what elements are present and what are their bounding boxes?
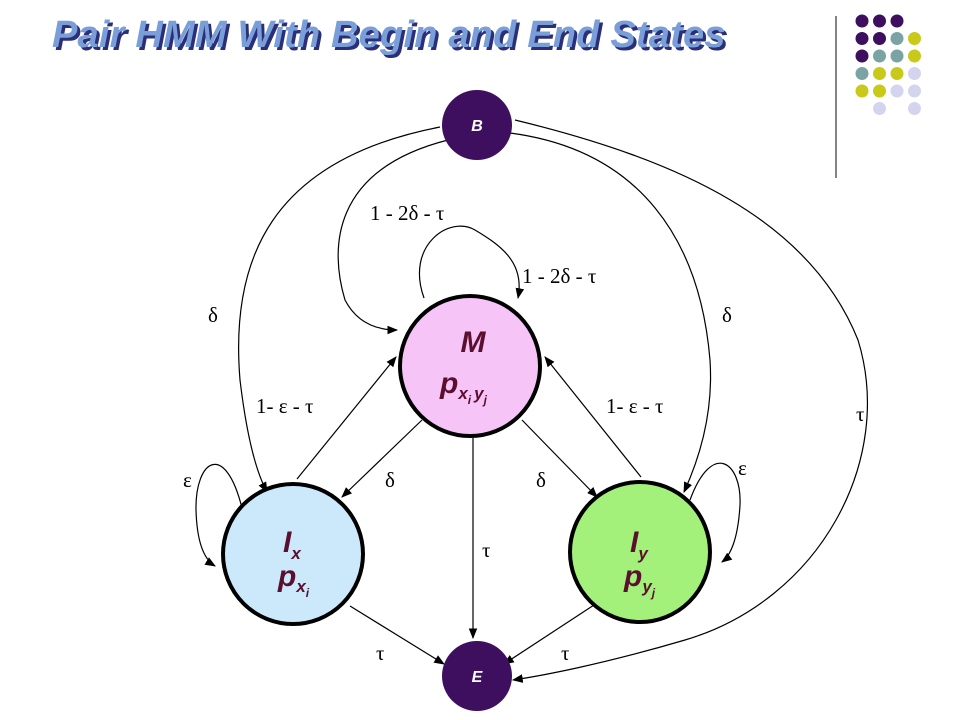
label-iy-to-e: τ: [561, 641, 569, 665]
decor-dot: [908, 84, 921, 98]
label-m-to-iy: δ: [536, 468, 546, 492]
edge-iy-to-m: [544, 356, 642, 478]
svg-text:E: E: [472, 669, 484, 686]
decor-dot: [873, 49, 886, 63]
label-b-to-iy: δ: [722, 303, 732, 327]
decor-dot: [873, 84, 886, 98]
decor-dot: [890, 67, 904, 80]
label-b-to-m: 1 - 2δ - τ: [370, 201, 444, 225]
svg-text:B: B: [471, 118, 483, 135]
label-b-to-ix: δ: [208, 303, 218, 327]
decor-dot: [908, 49, 921, 63]
decor-dot: [855, 14, 869, 28]
node-insert-x: Ix pxi: [221, 482, 365, 626]
edge-b-to-e: [511, 119, 868, 683]
label-b-to-e: τ: [856, 402, 864, 426]
edge-b-to-m: [337, 139, 449, 335]
decor-dot: [890, 32, 904, 45]
edge-iy-to-e: [503, 604, 595, 665]
edge-iy-self-loop: [689, 462, 741, 563]
slide-title: Pair HMM With Begin and End States: [52, 14, 726, 56]
node-end: E: [442, 641, 512, 711]
label-iy-to-m: 1- ε - τ: [606, 394, 664, 418]
edge-m-to-iy: [521, 419, 598, 498]
decor-dot: [855, 67, 869, 80]
decor-dot: [890, 84, 904, 98]
decor-dot: [890, 49, 904, 63]
label-ix-to-m: 1- ε - τ: [256, 394, 314, 418]
edge-m-self-loop: [418, 225, 525, 300]
edge-ix-to-m: [296, 356, 397, 480]
label-iy-self: ε: [738, 456, 747, 480]
edge-b-to-ix: [237, 126, 441, 493]
svg-text:Iy: Iy: [630, 526, 649, 563]
label-m-to-e: τ: [482, 538, 490, 562]
decor-dot: [908, 32, 921, 45]
node-begin: B: [442, 90, 512, 160]
decor-dot: [855, 49, 869, 63]
decor-dot: [855, 32, 869, 45]
label-m-self: 1 - 2δ - τ: [522, 264, 596, 288]
decor-dot: [873, 102, 886, 115]
decor-dot: [908, 102, 921, 115]
node-insert-y: Iy pyj: [568, 480, 712, 624]
svg-text:Ix: Ix: [283, 526, 302, 563]
edge-ix-to-e: [349, 605, 445, 665]
decor-dot: [908, 67, 921, 80]
label-ix-self: ε: [183, 468, 192, 492]
svg-text:pyj: pyj: [623, 560, 656, 600]
decor-dot: [873, 32, 886, 45]
svg-text:pxi: pxi: [277, 560, 310, 600]
decor-dot: [855, 84, 869, 98]
decor-dot: [873, 67, 886, 80]
edge-m-to-ix: [341, 419, 423, 498]
label-ix-to-e: τ: [376, 641, 384, 665]
edge-ix-self-loop: [195, 463, 243, 567]
edge-b-to-iy: [509, 132, 712, 493]
svg-text:M: M: [461, 326, 487, 359]
label-m-to-ix: δ: [385, 468, 395, 492]
decor-dot: [873, 14, 886, 28]
decor-dot: [890, 14, 904, 28]
